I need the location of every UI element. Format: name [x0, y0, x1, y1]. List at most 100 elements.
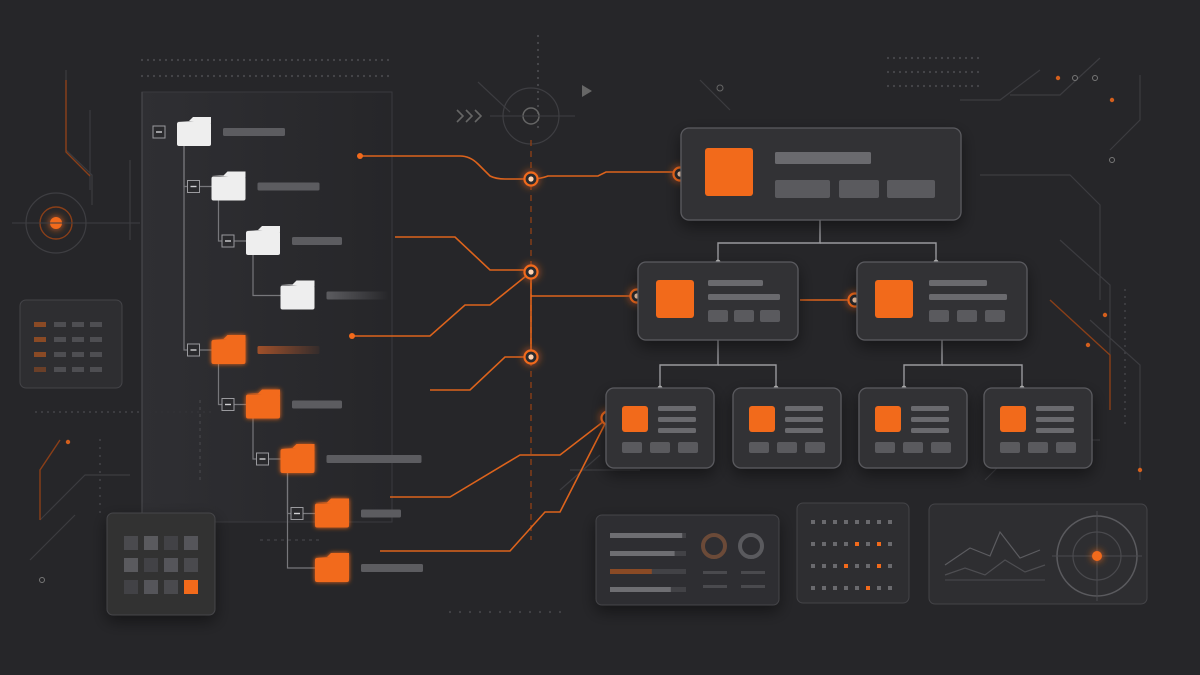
decor-dot: [964, 70, 968, 74]
orange-link: [430, 356, 531, 391]
caption-placeholder: [703, 571, 727, 574]
decor-dot: [236, 74, 240, 78]
tree-row: [152, 117, 285, 146]
dot: [833, 564, 837, 568]
decor-dot: [970, 70, 974, 74]
dot: [888, 520, 892, 524]
tree-edge: [659, 340, 719, 388]
decor-dot: [146, 58, 150, 62]
dot: [833, 586, 837, 590]
progress-fill: [610, 569, 652, 574]
dot: [877, 520, 881, 524]
text-placeholder: [911, 428, 949, 433]
tile: [164, 580, 178, 594]
decor-dot: [260, 58, 264, 62]
decor-dot: [284, 58, 288, 62]
cell: [72, 367, 84, 372]
dot: [811, 520, 815, 524]
radar-core: [1092, 551, 1102, 561]
folder-body: [211, 176, 246, 201]
folder-body: [315, 503, 349, 528]
folder-tab: [246, 226, 280, 232]
dot: [888, 542, 892, 546]
chip-placeholder: [957, 310, 977, 322]
decor-dot: [212, 74, 216, 78]
circuit-trace-orange: [65, 80, 91, 177]
chip-placeholder: [1056, 442, 1076, 453]
decor-dot: [290, 58, 294, 62]
decor-dot: [380, 58, 384, 62]
decor-dot: [99, 503, 101, 505]
decor-dot: [101, 411, 103, 413]
decor-dot: [1124, 296, 1126, 298]
decor-dot: [928, 84, 932, 88]
dot: [855, 586, 859, 590]
dot-grid-widget: [796, 502, 910, 604]
decor-dot: [77, 411, 79, 413]
decor-dot: [536, 41, 540, 45]
orange-square-icon: [705, 148, 753, 196]
radar-widget: [928, 503, 1148, 605]
decor-dot: [356, 74, 360, 78]
decor-dot: [188, 74, 192, 78]
decor-dot: [125, 411, 127, 413]
decor-dot: [898, 84, 902, 88]
dot: [888, 564, 892, 568]
decor-dot: [200, 74, 204, 78]
decor-dot: [320, 58, 324, 62]
chip-placeholder: [1000, 442, 1020, 453]
widget-frame: [928, 503, 1148, 605]
chip-placeholder: [839, 180, 879, 198]
decor-dot: [374, 74, 378, 78]
decor-ring-small: [1072, 75, 1078, 81]
dot: [844, 542, 848, 546]
decor-dot: [170, 58, 174, 62]
decor-dot: [536, 48, 540, 52]
folder-tab: [280, 280, 315, 287]
chip-placeholder: [650, 442, 670, 453]
decor-dot: [131, 411, 133, 413]
decor-dot: [934, 56, 938, 60]
circuit-trace-orange: [39, 439, 61, 520]
decor-dot: [170, 74, 174, 78]
decor-dot: [344, 58, 348, 62]
folder-icon: [280, 444, 315, 473]
decor-dot: [1124, 366, 1126, 368]
leaf-card-3: [858, 387, 968, 469]
dot: [855, 520, 859, 524]
circuit-trace: [699, 79, 731, 111]
caption-placeholder: [741, 585, 765, 588]
decor-dot: [332, 58, 336, 62]
decor-dot: [976, 70, 980, 74]
decor-dot: [536, 69, 540, 73]
decor-dot: [386, 58, 390, 62]
file-tree-panel: [141, 91, 423, 582]
tile: [144, 558, 158, 572]
decor-dot: [916, 70, 920, 74]
decor-dot: [158, 74, 162, 78]
widget-frame: [796, 502, 910, 604]
chip-placeholder: [777, 442, 797, 453]
decor-dot: [242, 58, 246, 62]
decor-dot: [119, 411, 121, 413]
decor-dot: [260, 74, 264, 78]
orange-square-icon: [749, 406, 775, 432]
row-marker: [34, 352, 46, 357]
decor-dot: [99, 479, 101, 481]
tree-edge: [903, 340, 943, 388]
decor-dot: [952, 70, 956, 74]
text-placeholder: [658, 428, 696, 433]
decor-dot: [164, 74, 168, 78]
decor-dot: [468, 610, 472, 614]
folder-tab: [177, 117, 211, 123]
connection-lines: [349, 153, 863, 552]
decor-dot: [99, 487, 101, 489]
tree-row: [187, 335, 320, 364]
decor-dot: [290, 74, 294, 78]
progress-fill: [610, 533, 683, 538]
decor-dot: [83, 411, 85, 413]
decor-dot: [536, 104, 540, 108]
decor-dot: [314, 58, 318, 62]
decor-dot: [47, 411, 49, 413]
circuit-trace: [1089, 319, 1141, 480]
